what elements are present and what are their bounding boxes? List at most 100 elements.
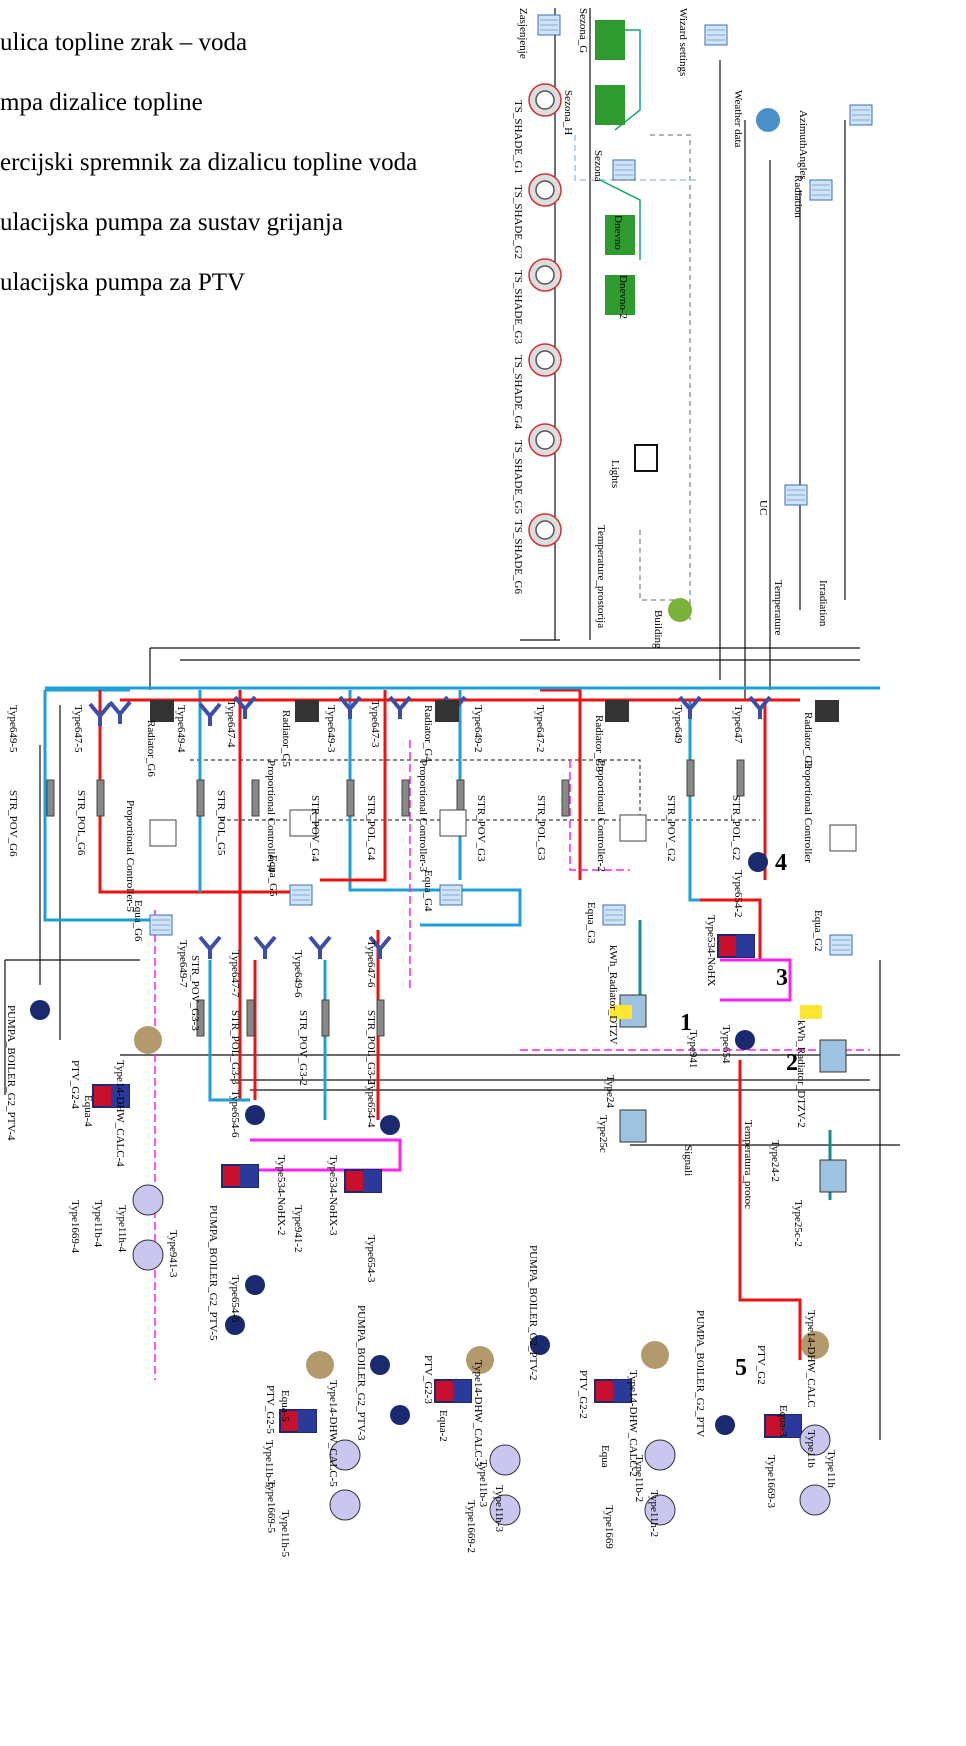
label-top-11: Dnevno-2	[617, 275, 629, 319]
label-boiler-23: Equa	[599, 1445, 611, 1468]
sezona-h-block	[595, 85, 625, 125]
dhw-profile-3	[641, 1341, 669, 1369]
pipe-element-13	[377, 1000, 384, 1036]
pump-7	[390, 1405, 410, 1425]
label-boiler-30: Equa-3	[777, 1405, 789, 1437]
label-layer: ZasjenjenjeSezona_GSezona_HTS_SHADE_G1TS…	[5, 8, 837, 1558]
label-floor-6: Type649-3	[325, 705, 337, 753]
label-boiler-3: Type14-DHW_CALC-4	[114, 1060, 126, 1167]
label-boiler-9: Equa-5	[279, 1390, 291, 1422]
label-top-10: Dnevno	[612, 215, 624, 250]
shade-node-g2-core	[536, 181, 554, 199]
label-middle-21: Type654-4	[365, 1080, 377, 1128]
label-boiler-28: PUMPA_BOILER_G2_PTV	[694, 1310, 706, 1437]
label-top-16: Weather data	[732, 90, 744, 148]
callout-1: 1	[680, 1010, 692, 1036]
label-middle-1: STR_POV_G3-3	[189, 955, 201, 1031]
label-boiler-0: PUMPA_BOILER_G2_PTV-4	[5, 1005, 17, 1141]
label-equa-2: Equa_G4	[422, 870, 434, 912]
controller-4	[830, 825, 856, 851]
kwh-meter-1	[800, 1005, 822, 1019]
label-pipe-0: STR_POV_G6	[7, 790, 19, 857]
label-pipe-2: STR_POL_G5	[215, 790, 227, 856]
signal-loop-1	[250, 1140, 400, 1170]
label-pipe-6: STR_POL_G3	[535, 795, 547, 861]
label-middle-10: Type654	[720, 1025, 732, 1064]
label-pipe-1: STR_POL_G6	[75, 790, 87, 856]
dhw-tank-1-cold-half	[453, 1380, 471, 1402]
label-floor-1: Type647-5	[72, 705, 84, 753]
pump-9	[715, 1415, 735, 1435]
label-boiler-14: PUMPA_BOILER_G2_PTV-3	[355, 1305, 367, 1441]
pipe-element-12	[322, 1000, 329, 1036]
label-floor-2: Radiator_G6	[145, 720, 157, 777]
controller-0	[150, 820, 176, 846]
label-boiler-15: PTV_G2-3	[422, 1355, 434, 1404]
lights-block	[635, 445, 657, 471]
label-boiler-31: Type14-DHW_CALC	[805, 1310, 817, 1408]
label-pipe-3: STR_POV_G4	[309, 795, 321, 862]
label-top-0: Zasjenjenje	[517, 8, 529, 59]
pipe-element-8	[687, 760, 694, 796]
label-middle-23: Type534-NoHX-3	[327, 1155, 339, 1236]
label-boiler-17: Type14-DHW_CALC-3	[472, 1360, 484, 1467]
pipe-element-1	[97, 780, 104, 816]
callout-4: 4	[775, 850, 787, 876]
label-floor-4: Type647-4	[225, 700, 237, 748]
pump-0	[748, 852, 768, 872]
label-pipe-5: STR_POV_G3	[475, 795, 487, 862]
pipe-element-3	[252, 780, 259, 816]
label-boiler-34: Type1669-3	[765, 1455, 777, 1508]
shade-node-g1-core	[536, 91, 554, 109]
label-middle-5: STR_POV_G3-2	[297, 1010, 309, 1086]
label-boiler-7: PUMPA_BOILER_G2_PTV-5	[207, 1205, 219, 1341]
label-middle-22: Type534-NoHX-2	[275, 1155, 287, 1236]
diverter-4	[490, 1445, 520, 1475]
label-equa-4: Equa_G2	[812, 910, 824, 952]
label-middle-25: Type941-2	[292, 1205, 304, 1253]
label-top-18: AzimuthAngles	[797, 110, 809, 180]
label-middle-8: Type654-2	[732, 870, 744, 918]
pump-10	[30, 1000, 50, 1020]
controller-2	[440, 810, 466, 836]
dhw-profile-0	[134, 1026, 162, 1054]
shade-node-g4-core	[536, 351, 554, 369]
tank-noHX-3-cold-half	[363, 1170, 381, 1192]
label-middle-27: Type654-5	[229, 1275, 241, 1323]
label-middle-2: Type647-7	[229, 950, 241, 998]
label-middle-7: STR_POL_G3-2	[365, 1010, 377, 1085]
label-middle-6: Type647-6	[365, 940, 377, 988]
pipe-element-2	[197, 780, 204, 816]
label-controller-2: Proportional Controller-3	[417, 760, 429, 872]
label-top-14: Building	[652, 610, 664, 649]
label-middle-12: kWh_Radiator_DTZV	[607, 945, 619, 1045]
label-middle-16: Type25c	[597, 1115, 609, 1153]
pump-1	[735, 1030, 755, 1050]
pump-6	[370, 1355, 390, 1375]
pipe-element-9	[737, 760, 744, 796]
pipe-element-11	[247, 1000, 254, 1036]
splitter-b-4	[310, 937, 330, 959]
label-middle-20: Type654-6	[229, 1090, 241, 1138]
label-floor-12: Type649	[672, 705, 684, 744]
radiator-g6	[150, 700, 174, 722]
pump-3	[380, 1115, 400, 1135]
label-boiler-25: Type11b-2	[633, 1455, 645, 1502]
label-top-9: Sezona	[592, 150, 604, 182]
diverter-1	[133, 1240, 163, 1270]
label-boiler-26: Type11h-2	[648, 1490, 660, 1537]
label-middle-24: Type941-3	[167, 1230, 179, 1278]
shade-node-g5-core	[536, 431, 554, 449]
label-boiler-5: Type11h-4	[116, 1205, 128, 1253]
shade-node-g6-core	[536, 521, 554, 539]
label-controller-0: Proportional Controller-5	[124, 800, 136, 912]
building-block	[668, 598, 692, 622]
label-top-8: TS_SHADE_G6	[512, 520, 524, 594]
label-boiler-2: Equa-4	[82, 1095, 94, 1127]
label-top-20: Temperature	[772, 580, 784, 636]
dhw-tank-3-cold-half	[298, 1410, 316, 1432]
label-top-21: Irradiation	[817, 580, 829, 627]
supply-pipe-boiler	[740, 1060, 800, 1360]
tank-noHX-main-cold-half	[736, 935, 754, 957]
